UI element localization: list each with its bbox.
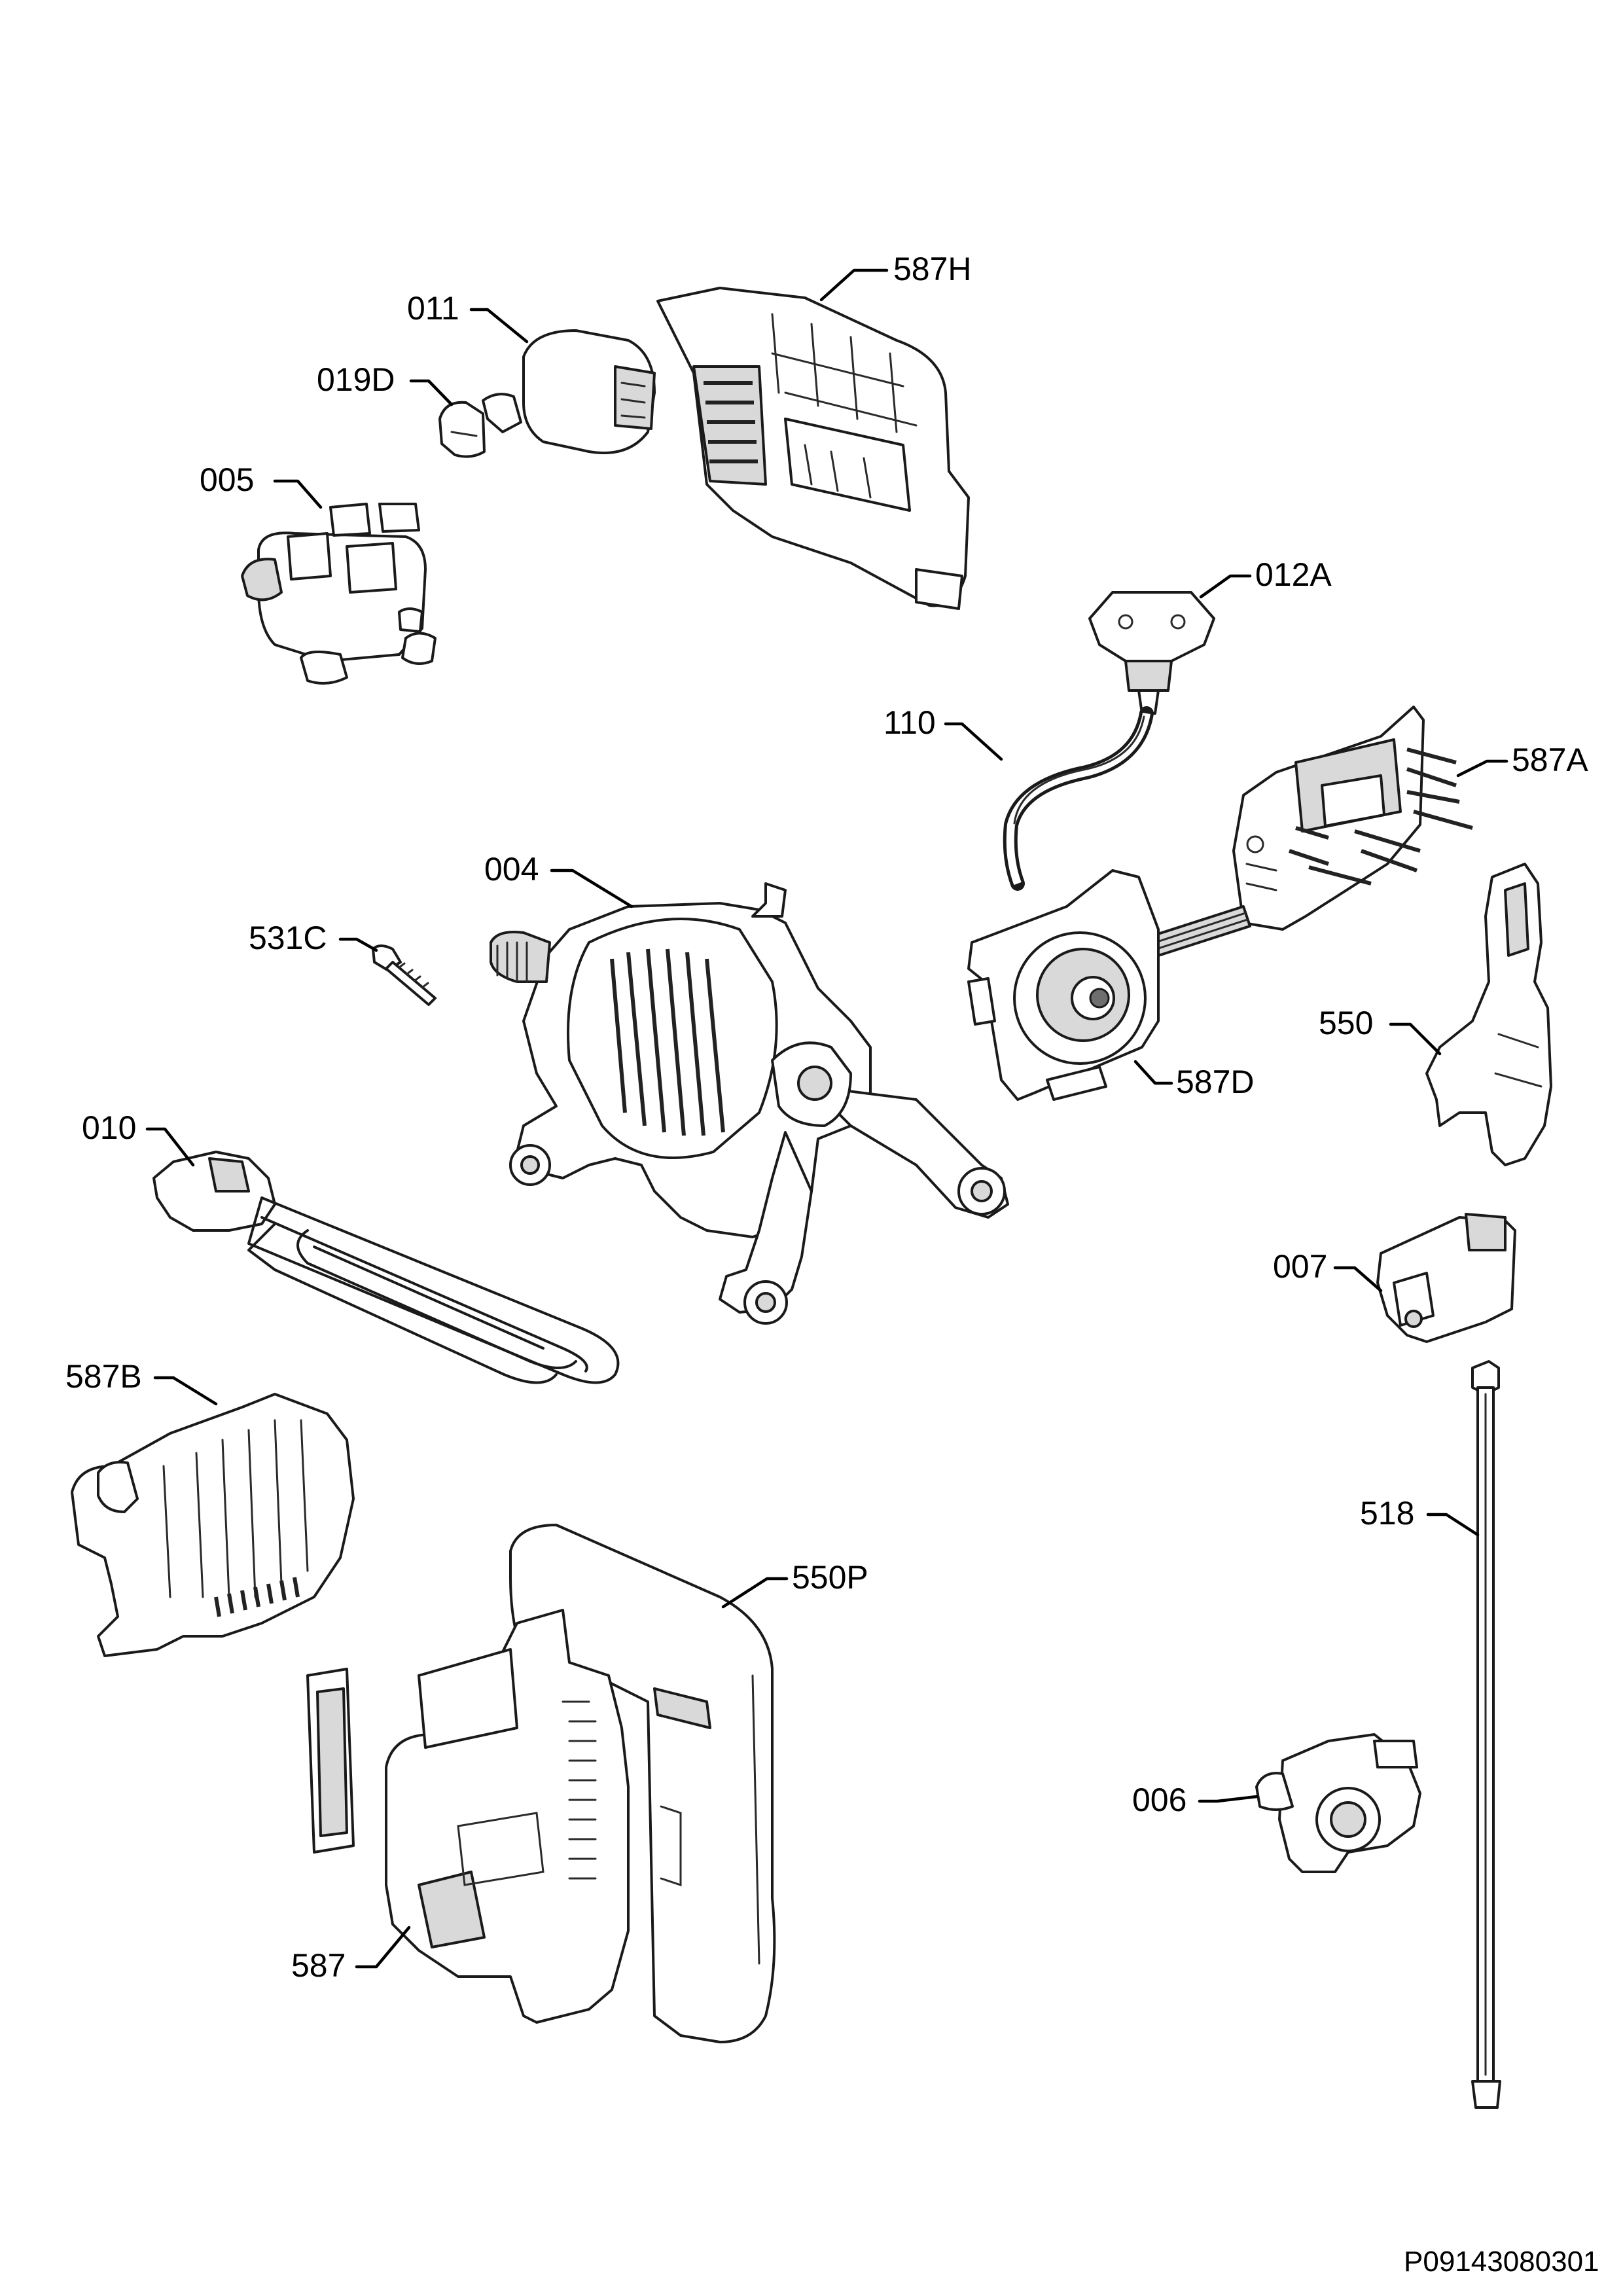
callout-587h: 587H [893, 251, 972, 287]
part-587a-pcb [1232, 706, 1473, 931]
part-587d-selector [967, 869, 1160, 1101]
callout-004: 004 [484, 851, 539, 888]
callout-012a: 012A [1255, 556, 1332, 593]
part-587-main-pcb [306, 1609, 630, 2024]
drawing-number: P09143080301 [1404, 2246, 1599, 2278]
leader-011 [469, 308, 529, 344]
leader-587 [355, 1926, 411, 1969]
callout-550p: 550P [792, 1559, 868, 1596]
part-004-motor [490, 882, 1009, 1325]
part-587b-heatsink [71, 1393, 355, 1657]
callout-labels: 011 019D 005 587H 012A 110 587A 004 531C… [65, 251, 1588, 1984]
leader-lines [145, 268, 1508, 1969]
leader-110 [944, 722, 1003, 761]
callout-518: 518 [1360, 1495, 1414, 1532]
leader-531c [338, 937, 378, 952]
callout-587: 587 [291, 1947, 346, 1984]
callout-019d: 019D [317, 361, 395, 398]
part-531c-screw [372, 944, 437, 1006]
leader-005 [273, 479, 323, 509]
callout-011: 011 [407, 290, 459, 327]
part-012a-pressure-switch [1088, 591, 1215, 715]
callout-006: 006 [1132, 1782, 1186, 1818]
leader-587b [153, 1376, 218, 1406]
leader-550p [721, 1577, 789, 1609]
callout-531c: 531C [249, 920, 327, 956]
part-007-door-lock [1376, 1213, 1516, 1343]
callout-587a: 587A [1512, 742, 1588, 778]
leader-019d [409, 379, 454, 406]
callout-110: 110 [883, 704, 936, 741]
part-587h-pcb-housing [656, 287, 970, 610]
leader-010 [145, 1127, 195, 1167]
callout-587b: 587B [65, 1358, 142, 1395]
part-006-drain-pump [1255, 1733, 1421, 1873]
part-110-hose [1003, 706, 1154, 891]
part-011-capacitor [522, 329, 656, 454]
leader-004 [550, 869, 633, 908]
part-518-cable [1471, 1360, 1501, 2109]
callout-005: 005 [200, 461, 254, 498]
part-550-bracket [1425, 863, 1552, 1166]
leader-006 [1198, 1795, 1258, 1803]
callout-550: 550 [1319, 1005, 1373, 1041]
leader-518 [1426, 1513, 1480, 1537]
part-005-inlet-valve [241, 503, 437, 685]
ribbon-cable [1150, 905, 1251, 957]
leader-550 [1389, 1022, 1442, 1056]
callout-587d: 587D [1176, 1064, 1255, 1100]
callout-010: 010 [82, 1109, 136, 1146]
part-019d-clips [438, 393, 522, 458]
leader-007 [1333, 1266, 1383, 1293]
part-010-heater [152, 1151, 620, 1384]
leader-587a [1456, 759, 1508, 778]
callout-007: 007 [1273, 1248, 1327, 1285]
leader-587h [819, 268, 889, 302]
leader-587d [1133, 1060, 1173, 1085]
leader-012a [1199, 574, 1252, 599]
